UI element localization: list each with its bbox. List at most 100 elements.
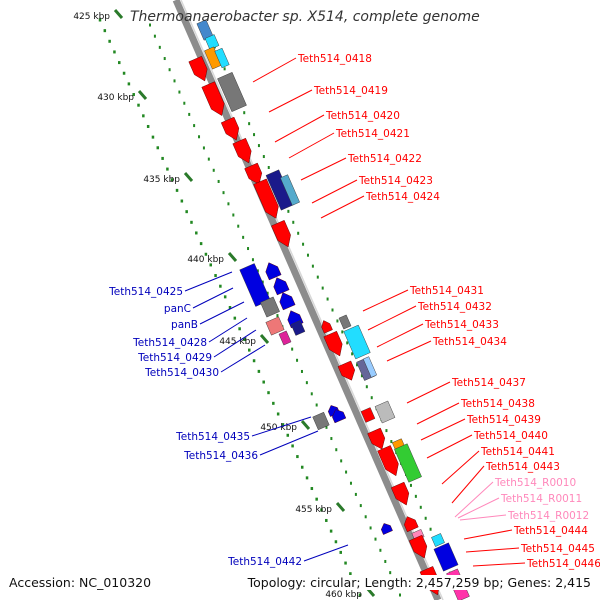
- track-dot: [385, 429, 388, 433]
- scale-label: 450 kbp: [260, 423, 297, 433]
- leader-line: [457, 497, 500, 519]
- track-dot: [359, 504, 362, 508]
- leader-line: [367, 305, 417, 331]
- scale-tick: [300, 420, 311, 430]
- label-layer: Teth514_0418Teth514_0419Teth514_0420Teth…: [108, 53, 600, 570]
- track-dot: [247, 247, 250, 251]
- gene-arrow: [404, 516, 419, 533]
- gene-label: Teth514_R0012: [507, 510, 589, 522]
- gene-block: [433, 542, 459, 572]
- track-dot: [384, 559, 387, 563]
- track-dot: [390, 440, 393, 444]
- track-dot: [310, 392, 313, 396]
- track-dot: [188, 112, 191, 116]
- track-dot: [193, 124, 196, 128]
- track-dot: [315, 403, 318, 407]
- scale-dot: [349, 572, 352, 576]
- scale-dot: [146, 124, 150, 128]
- track-dot: [168, 68, 171, 72]
- scale-dot: [113, 50, 116, 54]
- scale-tick: [259, 334, 270, 344]
- track-dot: [300, 369, 303, 373]
- track-dot: [248, 122, 251, 126]
- track-dot: [257, 144, 260, 148]
- scale-dot: [320, 508, 323, 512]
- gene-block: [362, 356, 378, 378]
- gene-label: Teth514_0422: [347, 153, 422, 165]
- scale-dot: [175, 188, 179, 192]
- track-dot: [331, 308, 334, 312]
- gene-label: Teth514_0431: [409, 285, 484, 297]
- track-dot: [251, 258, 254, 262]
- track-dot: [399, 593, 401, 597]
- track-dot: [346, 341, 349, 345]
- track-dot: [311, 264, 314, 268]
- track-dot: [349, 481, 352, 485]
- gene-block: [360, 407, 376, 423]
- track-dot: [178, 90, 181, 94]
- scale-dot: [161, 156, 164, 160]
- scale-dot: [344, 561, 347, 565]
- gene-block: [217, 72, 247, 112]
- scale-dot: [185, 210, 188, 214]
- genome-summary-text: Topology: circular; Length: 2,457,259 bp…: [247, 575, 591, 590]
- scale-dot: [291, 444, 294, 448]
- scale-dot: [118, 61, 121, 65]
- scale-dot: [103, 29, 107, 33]
- gene-arrow: [253, 178, 279, 219]
- track-dot: [370, 396, 373, 400]
- leader-line: [406, 381, 451, 404]
- gene-block: [204, 34, 220, 50]
- track-dot: [149, 23, 151, 27]
- scale-dot: [252, 359, 256, 363]
- gene-arrow: [321, 320, 333, 334]
- gene-label: Teth514_0440: [473, 430, 548, 442]
- scale-dot: [238, 327, 241, 331]
- scale-dot: [325, 518, 328, 522]
- scale-dot: [142, 114, 145, 118]
- track-dot: [227, 202, 230, 206]
- gene-arrow: [377, 445, 399, 477]
- scale-dot: [137, 103, 140, 107]
- track-dot: [297, 231, 300, 235]
- leader-line: [184, 271, 233, 292]
- leader-line: [426, 434, 473, 459]
- scale-dot: [166, 167, 169, 171]
- scale-dot: [358, 593, 362, 597]
- scale-label: 430 kbp: [97, 93, 134, 103]
- track-dot: [424, 516, 427, 520]
- gene-label: Teth514_0445: [520, 543, 595, 555]
- gene-arrow: [332, 409, 347, 424]
- track-dot: [212, 168, 215, 172]
- scale-label: 440 kbp: [187, 255, 224, 265]
- scale-dot: [272, 401, 275, 405]
- gene-label: Teth514_0434: [432, 336, 507, 348]
- gene-label: panB: [171, 319, 198, 331]
- gene-label: Teth514_0441: [480, 446, 555, 458]
- leader-line: [259, 430, 319, 456]
- track-dot: [262, 155, 265, 159]
- gene-label: Teth514_0429: [137, 352, 212, 364]
- gene-label: Teth514_0433: [424, 319, 499, 331]
- scale-dot: [108, 39, 111, 43]
- scale-dot: [262, 380, 265, 384]
- scale-dot: [329, 529, 333, 533]
- leader-line: [465, 547, 520, 553]
- track-dot: [360, 374, 363, 378]
- track-dot: [351, 352, 354, 356]
- gene-label: Teth514_0439: [466, 414, 541, 426]
- leader-line: [251, 416, 312, 437]
- track-dot: [243, 111, 246, 115]
- gene-arrow: [220, 116, 240, 141]
- scale-dot: [122, 71, 126, 75]
- gene-arrow: [273, 277, 290, 296]
- track-dot: [287, 209, 290, 213]
- scale-dot: [204, 252, 208, 256]
- track-dot: [325, 425, 328, 429]
- leader-line: [303, 544, 349, 562]
- gene-arrow: [367, 427, 386, 450]
- leader-line: [463, 529, 513, 540]
- track-dot: [389, 571, 392, 575]
